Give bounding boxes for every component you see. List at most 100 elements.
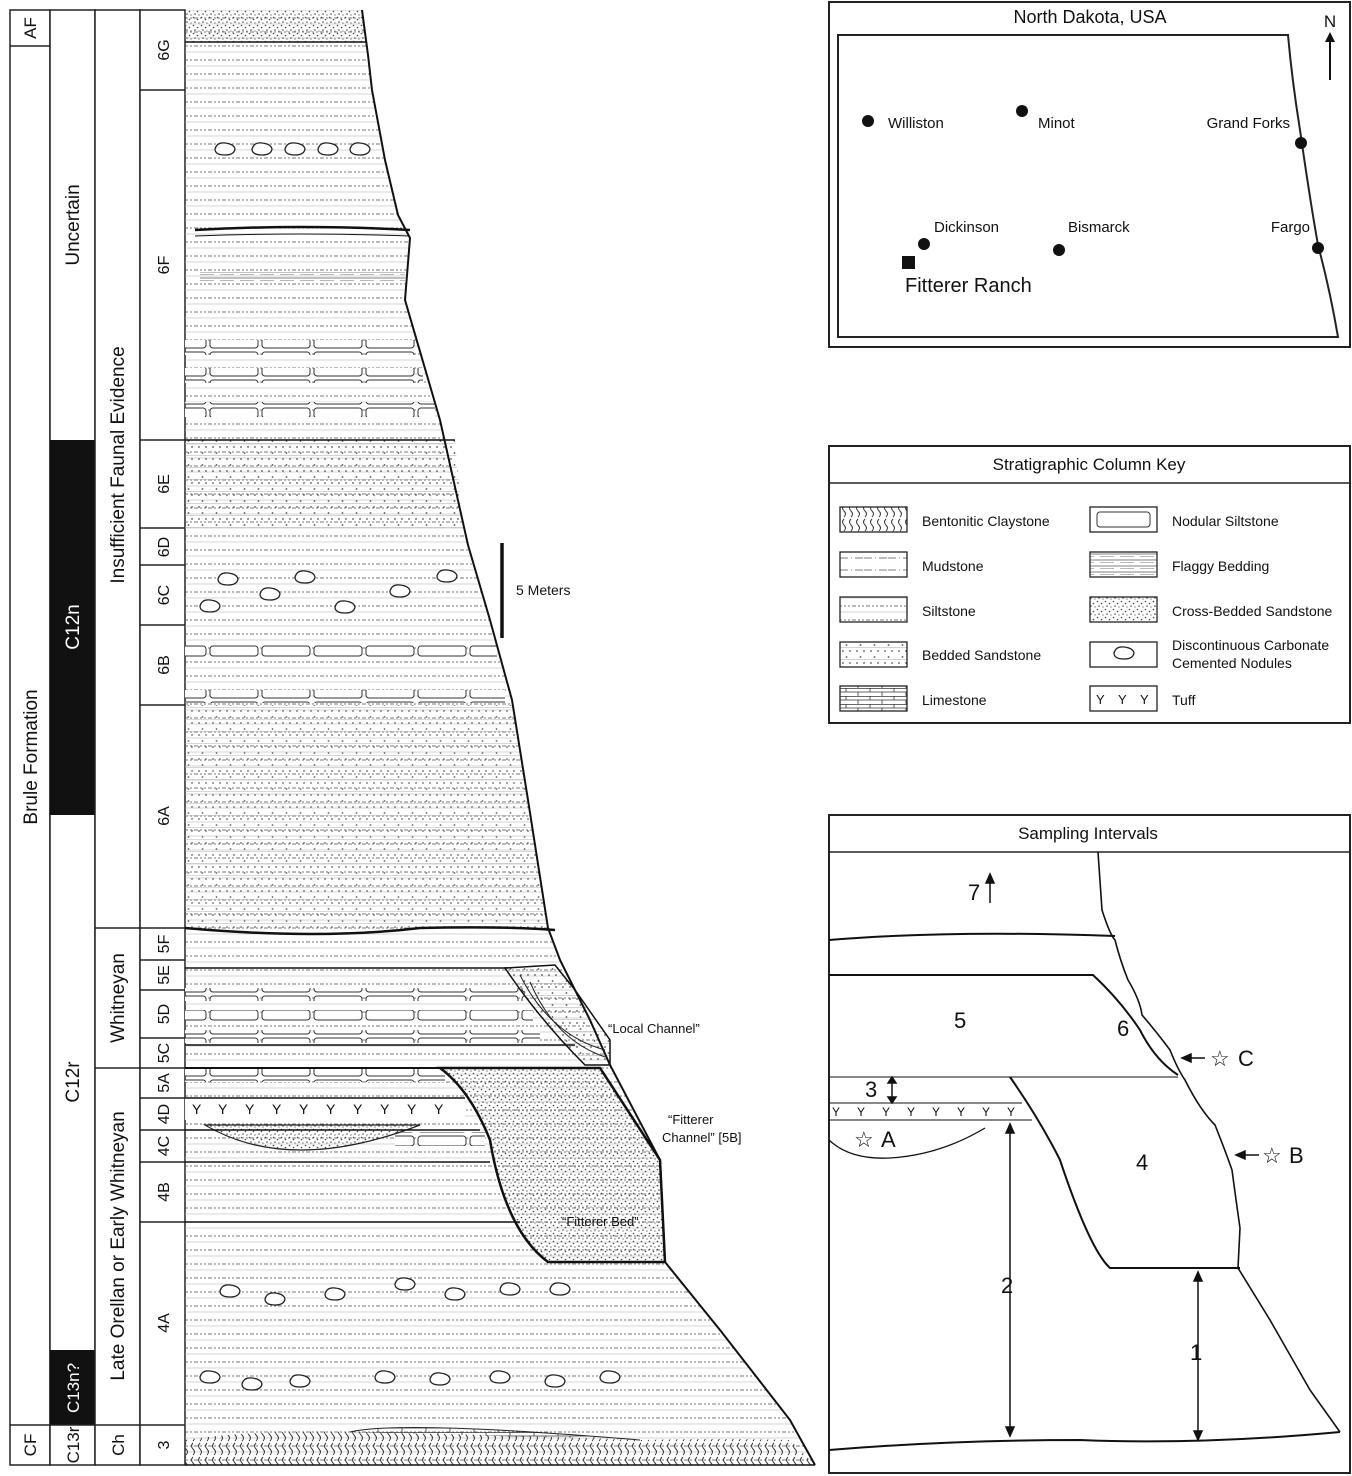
- unit-label: 5F: [156, 934, 173, 953]
- swatch-bedded-sandstone: [839, 641, 908, 668]
- interval-label: 7: [968, 880, 980, 905]
- unit-label: 4A: [156, 1313, 173, 1333]
- map-title: North Dakota, USA: [1013, 7, 1166, 27]
- svg-text:Y: Y: [982, 1105, 990, 1119]
- city-dot-icon: [1053, 244, 1065, 256]
- faunal-insufficient-label: Insufficient Faunal Evidence: [108, 346, 129, 583]
- c13n-band: [50, 1350, 95, 1425]
- svg-text:Y: Y: [218, 1101, 228, 1117]
- city-dot-icon: [862, 115, 874, 127]
- map-panel: North Dakota, USA N Williston Minot Gran…: [828, 1, 1351, 348]
- star-label: A: [881, 1127, 896, 1152]
- key-label: Limestone: [922, 692, 987, 708]
- chron-c13n-label: C13n?: [64, 1363, 83, 1413]
- star-icon: ☆: [1210, 1046, 1230, 1071]
- svg-text:Y: Y: [857, 1105, 865, 1119]
- chron-c12n-label: C12n: [63, 604, 84, 649]
- svg-text:Y: Y: [1096, 692, 1105, 707]
- key-label: Bentonitic Claystone: [922, 513, 1050, 529]
- unit-label: 5E: [156, 965, 173, 985]
- interval-label: 1: [1190, 1340, 1202, 1365]
- star-label: B: [1289, 1143, 1304, 1168]
- formation-brule-label: Brule Formation: [21, 689, 42, 824]
- svg-text:Y: Y: [326, 1101, 336, 1117]
- swatch-cross-bedded-sandstone: [1089, 596, 1158, 623]
- key-label: Discontinuous Carbonate: [1172, 637, 1329, 653]
- svg-text:Y: Y: [1118, 692, 1127, 707]
- unit-label: 4C: [156, 1136, 173, 1156]
- site-label: Fitterer Ranch: [905, 275, 1032, 297]
- svg-text:Y: Y: [832, 1105, 840, 1119]
- state-outline: [837, 34, 1340, 338]
- unit-label: 6A: [156, 806, 173, 826]
- unit-label: 5C: [156, 1043, 173, 1063]
- fitterer-channel-label-2: Channel” [5B]: [662, 1130, 742, 1145]
- interval-label: 6: [1117, 1016, 1129, 1041]
- c12n-band: [50, 440, 95, 815]
- key-label: Nodular Siltstone: [1172, 513, 1279, 529]
- city-dot-icon: [1295, 137, 1307, 149]
- unit-label: 4D: [156, 1104, 173, 1124]
- faunal-whitneyan-label: Whitneyan: [108, 953, 129, 1043]
- interval-label: 5: [954, 1008, 966, 1033]
- unit-label: 5A: [156, 1073, 173, 1093]
- unit-label: 5D: [156, 1004, 173, 1024]
- city-dot-icon: [1312, 242, 1324, 254]
- svg-text:Y: Y: [299, 1101, 309, 1117]
- star-icon: ☆: [1262, 1143, 1282, 1168]
- swatch-flaggy-bedding: [1089, 551, 1158, 578]
- faunal-orellan-label: Late Orellan or Early Whitneyan: [108, 1111, 129, 1380]
- unit-label: 6B: [156, 655, 173, 675]
- key-label: Cross-Bedded Sandstone: [1172, 603, 1333, 619]
- scale-label: 5 Meters: [516, 582, 570, 598]
- formation-af-label: AF: [21, 17, 40, 39]
- svg-text:Y: Y: [192, 1101, 202, 1117]
- fitterer-bed-label: “Fitterer Bed”: [562, 1214, 639, 1229]
- unit-label: 6E: [156, 474, 173, 494]
- key-label: Tuff: [1172, 692, 1195, 708]
- unit-label: 6C: [156, 585, 173, 605]
- city-dot-icon: [1016, 105, 1028, 117]
- local-channel-label: “Local Channel”: [608, 1021, 700, 1036]
- interval-label: 4: [1136, 1150, 1148, 1175]
- city-label: Fargo: [1271, 219, 1310, 236]
- svg-text:Y: Y: [380, 1101, 390, 1117]
- unit-label: 6G: [156, 39, 173, 60]
- svg-text:Y: Y: [245, 1101, 255, 1117]
- svg-text:Y: Y: [907, 1105, 915, 1119]
- key-label: Bedded Sandstone: [922, 647, 1041, 663]
- key-title: Stratigraphic Column Key: [993, 455, 1186, 474]
- swatch-tuff: [1089, 685, 1158, 712]
- key-label: Cemented Nodules: [1172, 655, 1292, 671]
- svg-text:Y: Y: [882, 1105, 890, 1119]
- key-label: Siltstone: [922, 603, 976, 619]
- star-icon: ☆: [854, 1127, 874, 1152]
- star-label: C: [1238, 1046, 1254, 1071]
- unit-label: 6F: [156, 255, 173, 274]
- unit-label: 4B: [156, 1182, 173, 1202]
- city-label: Dickinson: [934, 219, 999, 236]
- svg-text:Y: Y: [353, 1101, 363, 1117]
- north-label: N: [1324, 12, 1336, 31]
- interval-label: 3: [865, 1077, 877, 1102]
- key-label: Mudstone: [922, 558, 984, 574]
- unit-label: 6D: [156, 537, 173, 557]
- key-label: Flaggy Bedding: [1172, 558, 1269, 574]
- svg-text:Y: Y: [932, 1105, 940, 1119]
- swatch-limestone: [839, 685, 908, 712]
- svg-text:Y: Y: [957, 1105, 965, 1119]
- fitterer-channel-label: “Fitterer: [668, 1112, 714, 1127]
- city-label: Minot: [1038, 115, 1076, 132]
- chron-uncertain-label: Uncertain: [63, 184, 84, 265]
- svg-text:Y: Y: [407, 1101, 417, 1117]
- city-label: Bismarck: [1068, 219, 1130, 236]
- swatch-bentonitic-claystone: [839, 506, 908, 533]
- label-columns: AF Brule Formation CF Uncertain C12n C12…: [9, 9, 186, 1466]
- svg-text:Y: Y: [1007, 1105, 1015, 1119]
- city-label: Grand Forks: [1207, 115, 1290, 132]
- formation-cf-label: CF: [21, 1434, 40, 1457]
- city-label: Williston: [888, 115, 944, 132]
- svg-text:Y: Y: [1140, 692, 1149, 707]
